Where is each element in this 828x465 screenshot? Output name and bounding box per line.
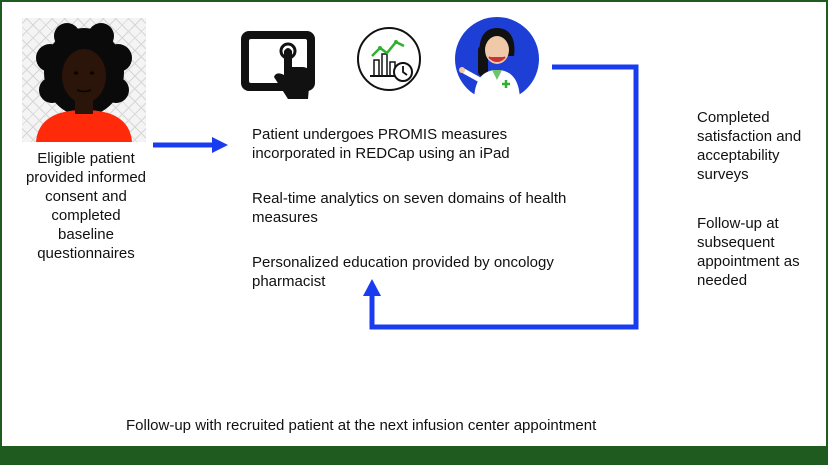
outcome-line: acceptability bbox=[697, 147, 780, 164]
caption-line: Eligible patient bbox=[37, 150, 135, 167]
caption-line: provided informed bbox=[25, 169, 147, 186]
outcome-line: Follow-up at bbox=[697, 215, 779, 232]
outcome-line: subsequent bbox=[697, 234, 775, 251]
step-line: Patient undergoes PROMIS measures bbox=[252, 126, 508, 143]
outcome-line: appointment as bbox=[697, 253, 800, 270]
step-line: Personalized education provided by oncol… bbox=[252, 254, 554, 271]
followup-note: Follow-up with recruited patient at the … bbox=[126, 417, 597, 434]
caption-line: completed bbox=[51, 207, 121, 224]
outcome-line: Completed bbox=[697, 109, 770, 126]
entry-arrowhead bbox=[212, 137, 228, 153]
step-line: measures bbox=[252, 209, 318, 226]
tablet-touch-icon bbox=[241, 31, 315, 99]
outcome-line: satisfaction and bbox=[697, 128, 802, 145]
step-line: pharmacist bbox=[252, 273, 326, 290]
loop-arrowhead bbox=[363, 279, 381, 296]
outcome-line: needed bbox=[697, 272, 748, 289]
step-line: incorporated in REDCap using an iPad bbox=[252, 145, 510, 162]
loop-arrow bbox=[369, 64, 639, 330]
pharmacist-icon bbox=[455, 17, 539, 102]
analytics-chart-icon bbox=[357, 27, 421, 91]
outcome-line: surveys bbox=[697, 166, 749, 183]
caption-line: consent and bbox=[45, 188, 127, 205]
footer-band bbox=[0, 446, 828, 465]
patient-icon bbox=[22, 18, 146, 142]
step-line: Real-time analytics on seven domains of … bbox=[252, 190, 567, 207]
caption-line: questionnaires bbox=[37, 245, 135, 262]
caption-line: baseline bbox=[58, 226, 114, 243]
